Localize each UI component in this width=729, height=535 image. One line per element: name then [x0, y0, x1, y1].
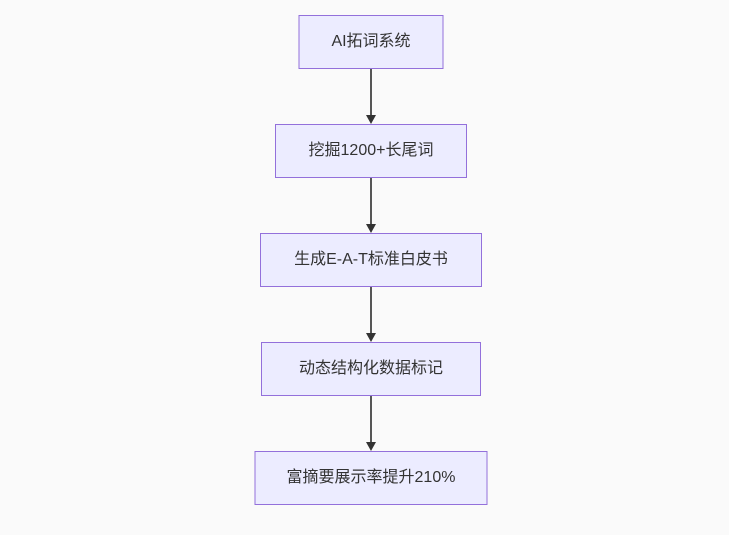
arrow-down-icon: [366, 178, 376, 233]
flow-node-label: 富摘要展示率提升210%: [286, 469, 456, 486]
arrow-line: [370, 69, 372, 115]
arrow-head-icon: [366, 115, 376, 124]
arrow-line: [370, 287, 372, 333]
flow-node-label: 挖掘1200+长尾词: [308, 142, 434, 159]
arrow-line: [370, 396, 372, 442]
flow-node-longtail-mining: 挖掘1200+长尾词: [275, 124, 467, 178]
flow-node-label: 生成E-A-T标准白皮书: [294, 251, 448, 268]
arrow-head-icon: [366, 442, 376, 451]
flow-node-eat-whitepaper: 生成E-A-T标准白皮书: [260, 233, 482, 287]
flow-node-ai-keyword-system: AI拓词系统: [298, 15, 444, 69]
arrow-head-icon: [366, 333, 376, 342]
flow-node-structured-data: 动态结构化数据标记: [261, 342, 481, 396]
arrow-head-icon: [366, 224, 376, 233]
flow-node-rich-snippet-result: 富摘要展示率提升210%: [254, 451, 488, 505]
arrow-line: [370, 178, 372, 224]
arrow-down-icon: [366, 69, 376, 124]
flow-node-label: AI拓词系统: [331, 33, 411, 50]
flow-node-label: 动态结构化数据标记: [298, 360, 443, 377]
arrow-down-icon: [366, 287, 376, 342]
arrow-down-icon: [366, 396, 376, 451]
